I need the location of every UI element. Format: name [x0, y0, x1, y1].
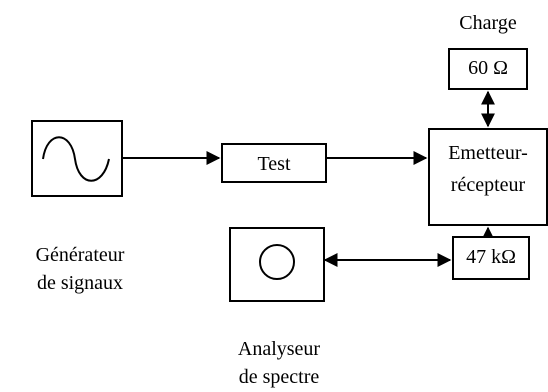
transceiver-label-line2: récepteur: [450, 174, 526, 196]
sine-wave-icon: [42, 136, 110, 182]
analyzer-label-line2: de spectre: [238, 366, 320, 388]
test-box: Test: [221, 143, 327, 183]
analyzer-box: [229, 227, 325, 302]
resistor-value: 47 kΩ: [466, 246, 516, 268]
analyzer-label-line1: Analyseur: [237, 338, 321, 360]
test-label: Test: [257, 153, 291, 175]
charge-box: 60 Ω: [448, 48, 528, 90]
transceiver-label-line1: Emetteur-: [448, 142, 528, 164]
resistor-box: 47 kΩ: [452, 236, 530, 280]
charge-label: Charge: [459, 12, 517, 34]
generator-label-line1: Générateur: [35, 244, 125, 266]
circle-icon: [259, 244, 295, 280]
transceiver-box: Emetteur- récepteur: [428, 128, 548, 226]
generator-box: [31, 120, 123, 197]
generator-label-line2: de signaux: [36, 272, 124, 294]
charge-value: 60 Ω: [468, 57, 508, 79]
